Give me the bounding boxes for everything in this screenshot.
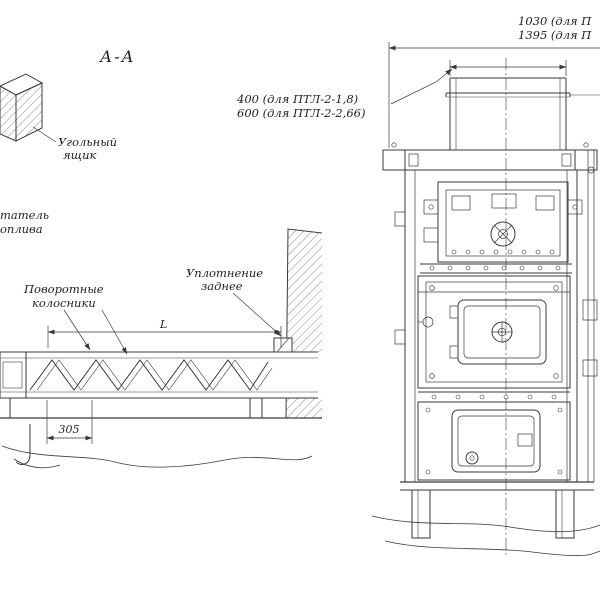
seal-label-line2: заднее [201,279,243,293]
grates-label-line1: Поворотные [23,282,104,296]
base-and-legs [371,481,600,557]
seal-label-line1: Уплотнение [186,266,263,280]
break-line [13,458,61,469]
flue-duct [445,77,600,150]
screw-conveyor [0,337,322,399]
break-line [371,515,600,533]
top-frame [382,142,598,171]
coal-box [0,73,57,143]
dimension-400-600-leader [390,68,453,105]
coal-box-label-line2: ящик [63,148,97,162]
drain-hook [15,424,31,465]
coal-box-label-line1: Угольный [58,135,117,149]
break-line [384,540,600,557]
right-front-view [371,58,600,557]
dimension-305-label: 305 [59,423,80,436]
grates-leader [101,309,128,355]
dimension-1395-label: 1395 (для П [518,28,592,42]
ash-door [451,409,541,473]
right-dimensions [388,42,600,148]
middle-panel [417,275,571,389]
flange-band-upper [420,263,572,274]
handwheel [490,221,516,247]
dimension-1030-label: 1030 (для П [518,14,592,28]
left-dimensions [46,292,282,444]
dimension-400-label: 400 (для ПТЛ-2-1,8) [236,92,358,106]
break-line [1,445,313,468]
left-section-view [0,73,323,469]
section-label: А-А [99,47,136,66]
dimension-L-label: L [159,318,167,331]
grates-leader [63,309,91,351]
upper-unit [423,181,583,263]
feeder-label-line2: оплива [0,222,43,236]
dimension-600-label: 600 (для ПТЛ-2-2,66) [237,106,365,120]
feeder-label-line1: татель [0,208,49,222]
floor-and-supports [0,398,322,469]
seal-leader [232,292,282,337]
flange-band-lower [418,391,570,403]
side-columns [394,150,598,482]
lower-panel [417,401,571,481]
middle-door [457,299,547,365]
grates-label-line2: колосники [32,296,96,310]
